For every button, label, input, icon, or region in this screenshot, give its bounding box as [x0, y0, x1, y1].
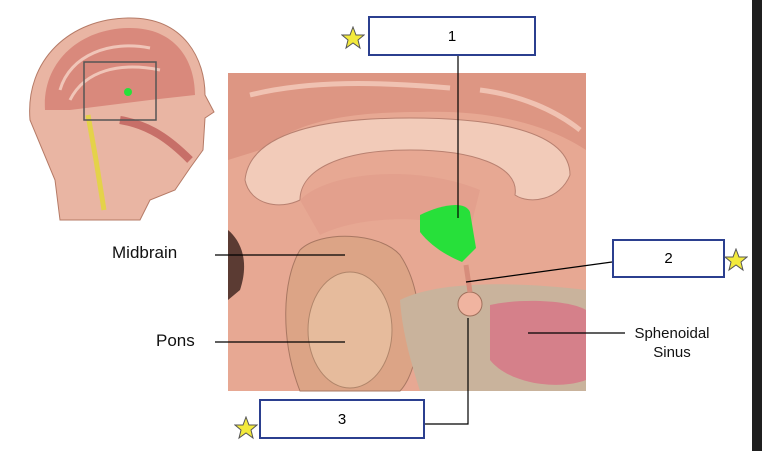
star-icon: [341, 26, 365, 50]
answer-box-3[interactable]: 3: [259, 399, 425, 439]
label-midbrain: Midbrain: [112, 243, 177, 263]
window-edge: [752, 0, 762, 451]
sagittal-section-image: [228, 73, 586, 391]
answer-box-2[interactable]: 2: [612, 239, 725, 278]
answer-box-2-number: 2: [664, 250, 672, 267]
label-pons: Pons: [156, 331, 195, 351]
head-inset-image: [30, 18, 214, 220]
label-sphenoidal-line2: Sinus: [620, 343, 724, 362]
answer-box-3-number: 3: [338, 411, 346, 428]
label-sphenoidal-line1: Sphenoidal: [620, 324, 724, 343]
label-sphenoidal-sinus: Sphenoidal Sinus: [620, 324, 724, 362]
answer-box-1[interactable]: 1: [368, 16, 536, 56]
answer-box-1-number: 1: [448, 28, 456, 45]
star-icon: [724, 248, 748, 272]
star-icon: [234, 416, 258, 440]
